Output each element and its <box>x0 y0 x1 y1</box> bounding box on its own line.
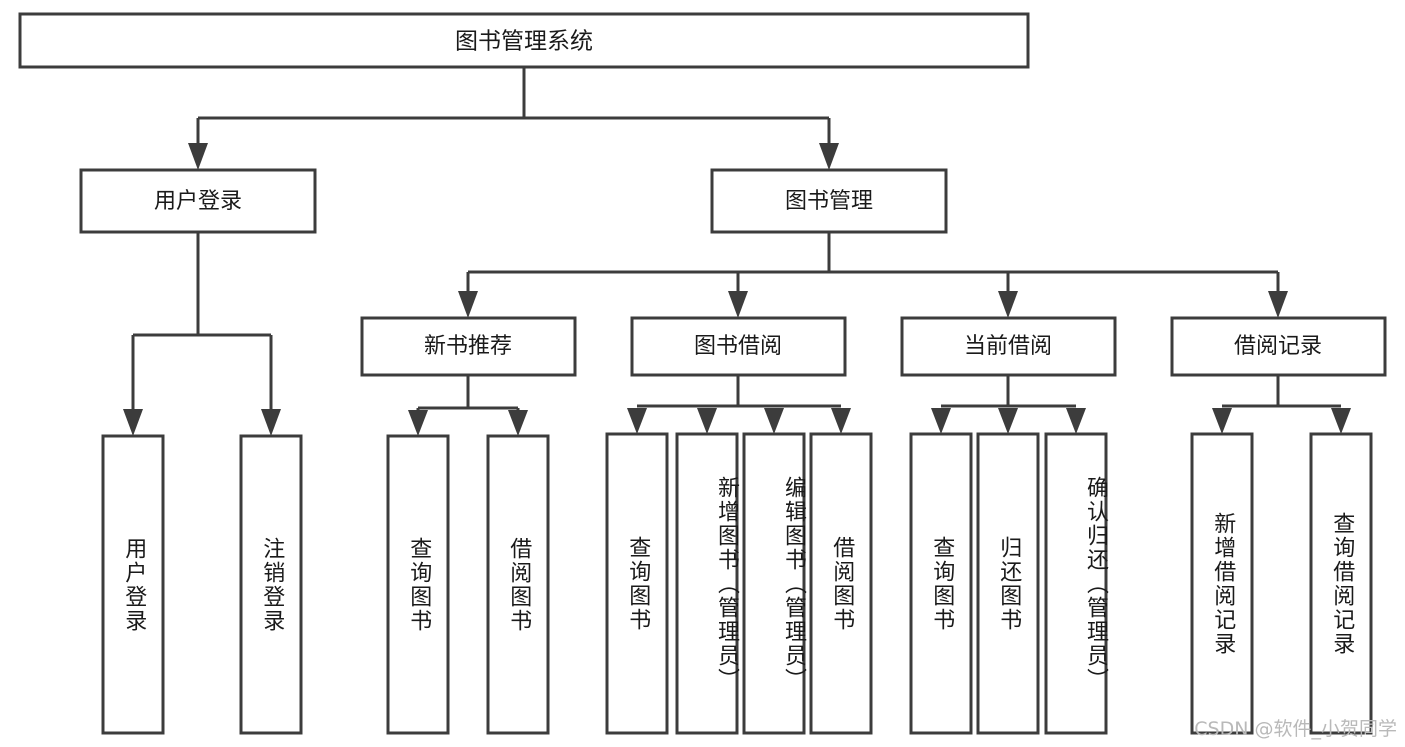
arrow-head-leaf-book-borrow-3 <box>831 408 851 434</box>
arrow-head-user-login <box>188 143 208 170</box>
connector-group-root <box>188 67 839 170</box>
arrow-head-leaf-borrow-record-1 <box>1331 408 1351 434</box>
arrow-head-leaf-new-book-0 <box>408 410 428 436</box>
leaf-boxes-borrow-record <box>1190 432 1373 735</box>
leaf-boxes-book-borrow <box>605 432 873 735</box>
leaf-boxes-new-book <box>386 434 550 735</box>
arrow-head-leaf-book-borrow-1 <box>697 408 717 434</box>
arrow-head-borrow-record <box>1268 291 1288 318</box>
node-root[interactable]: 图书管理系统 <box>18 12 1030 69</box>
leaf-box-book-borrow-1[interactable] <box>675 432 739 735</box>
arrow-head-leaf-user-login-0 <box>123 409 143 436</box>
node-current-borrow-box[interactable] <box>900 316 1117 377</box>
leaf-box-current-borrow-1[interactable] <box>976 432 1040 735</box>
leaf-box-book-borrow-3[interactable] <box>809 432 873 735</box>
arrow-head-leaf-current-borrow-0 <box>931 408 951 434</box>
arrow-head-book-mgmt <box>819 143 839 170</box>
leaf-box-new-book-0[interactable] <box>386 434 450 735</box>
arrow-head-leaf-user-login-1 <box>261 409 281 436</box>
node-borrow-record-box[interactable] <box>1170 316 1387 377</box>
node-book-borrow-box[interactable] <box>630 316 847 377</box>
arrow-head-leaf-new-book-1 <box>508 410 528 436</box>
watermark-text: CSDN @软件_小贺同学 <box>1194 718 1397 740</box>
node-root-box[interactable] <box>18 12 1030 69</box>
node-book-borrow-label: 图书借阅 <box>694 334 782 359</box>
leaf-box-user-login-0[interactable] <box>101 434 165 735</box>
connector-group-new-book <box>408 375 528 436</box>
leaf-boxes-current-borrow <box>909 432 1108 735</box>
leaf-box-borrow-record-0[interactable] <box>1190 432 1254 735</box>
leaf-box-user-login-1[interactable] <box>239 434 303 735</box>
node-user-login-box[interactable] <box>79 168 317 234</box>
node-borrow-record[interactable]: 借阅记录 <box>1170 316 1387 377</box>
node-user-login-label: 用户登录 <box>154 189 242 214</box>
arrow-head-book-borrow <box>728 291 748 318</box>
node-user-login[interactable]: 用户登录 <box>79 168 317 234</box>
node-book-mgmt[interactable]: 图书管理 <box>710 168 948 234</box>
node-new-book-box[interactable] <box>360 316 577 377</box>
node-book-mgmt-box[interactable] <box>710 168 948 234</box>
node-new-book-label: 新书推荐 <box>424 334 512 359</box>
node-new-book[interactable]: 新书推荐 <box>360 316 577 377</box>
node-borrow-record-label: 借阅记录 <box>1234 334 1322 359</box>
leaf-box-book-borrow-0[interactable] <box>605 432 669 735</box>
arrow-head-current-borrow <box>998 291 1018 318</box>
connector-group-borrow-record <box>1212 375 1351 434</box>
node-book-mgmt-label: 图书管理 <box>785 189 873 214</box>
connector-group-user-login <box>123 232 281 436</box>
node-current-borrow-label: 当前借阅 <box>964 334 1052 359</box>
node-current-borrow[interactable]: 当前借阅 <box>900 316 1117 377</box>
leaf-box-current-borrow-0[interactable] <box>909 432 973 735</box>
connector-group-book-borrow <box>627 375 851 434</box>
connector-group-current-borrow <box>931 375 1086 434</box>
node-root-label: 图书管理系统 <box>455 29 593 55</box>
leaf-box-borrow-record-1[interactable] <box>1309 432 1373 735</box>
arrow-head-leaf-current-borrow-1 <box>998 408 1018 434</box>
leaf-boxes-user-login <box>101 434 303 735</box>
arrow-head-new-book <box>458 291 478 318</box>
arrow-head-leaf-book-borrow-2 <box>764 408 784 434</box>
leaf-box-current-borrow-2[interactable] <box>1044 432 1108 735</box>
leaf-box-book-borrow-2[interactable] <box>742 432 806 735</box>
arrow-head-leaf-borrow-record-0 <box>1212 408 1232 434</box>
leaf-box-new-book-1[interactable] <box>486 434 550 735</box>
node-book-borrow[interactable]: 图书借阅 <box>630 316 847 377</box>
connector-group-book-mgmt <box>458 232 1288 318</box>
arrow-head-leaf-current-borrow-2 <box>1066 408 1086 434</box>
arrow-head-leaf-book-borrow-0 <box>627 408 647 434</box>
